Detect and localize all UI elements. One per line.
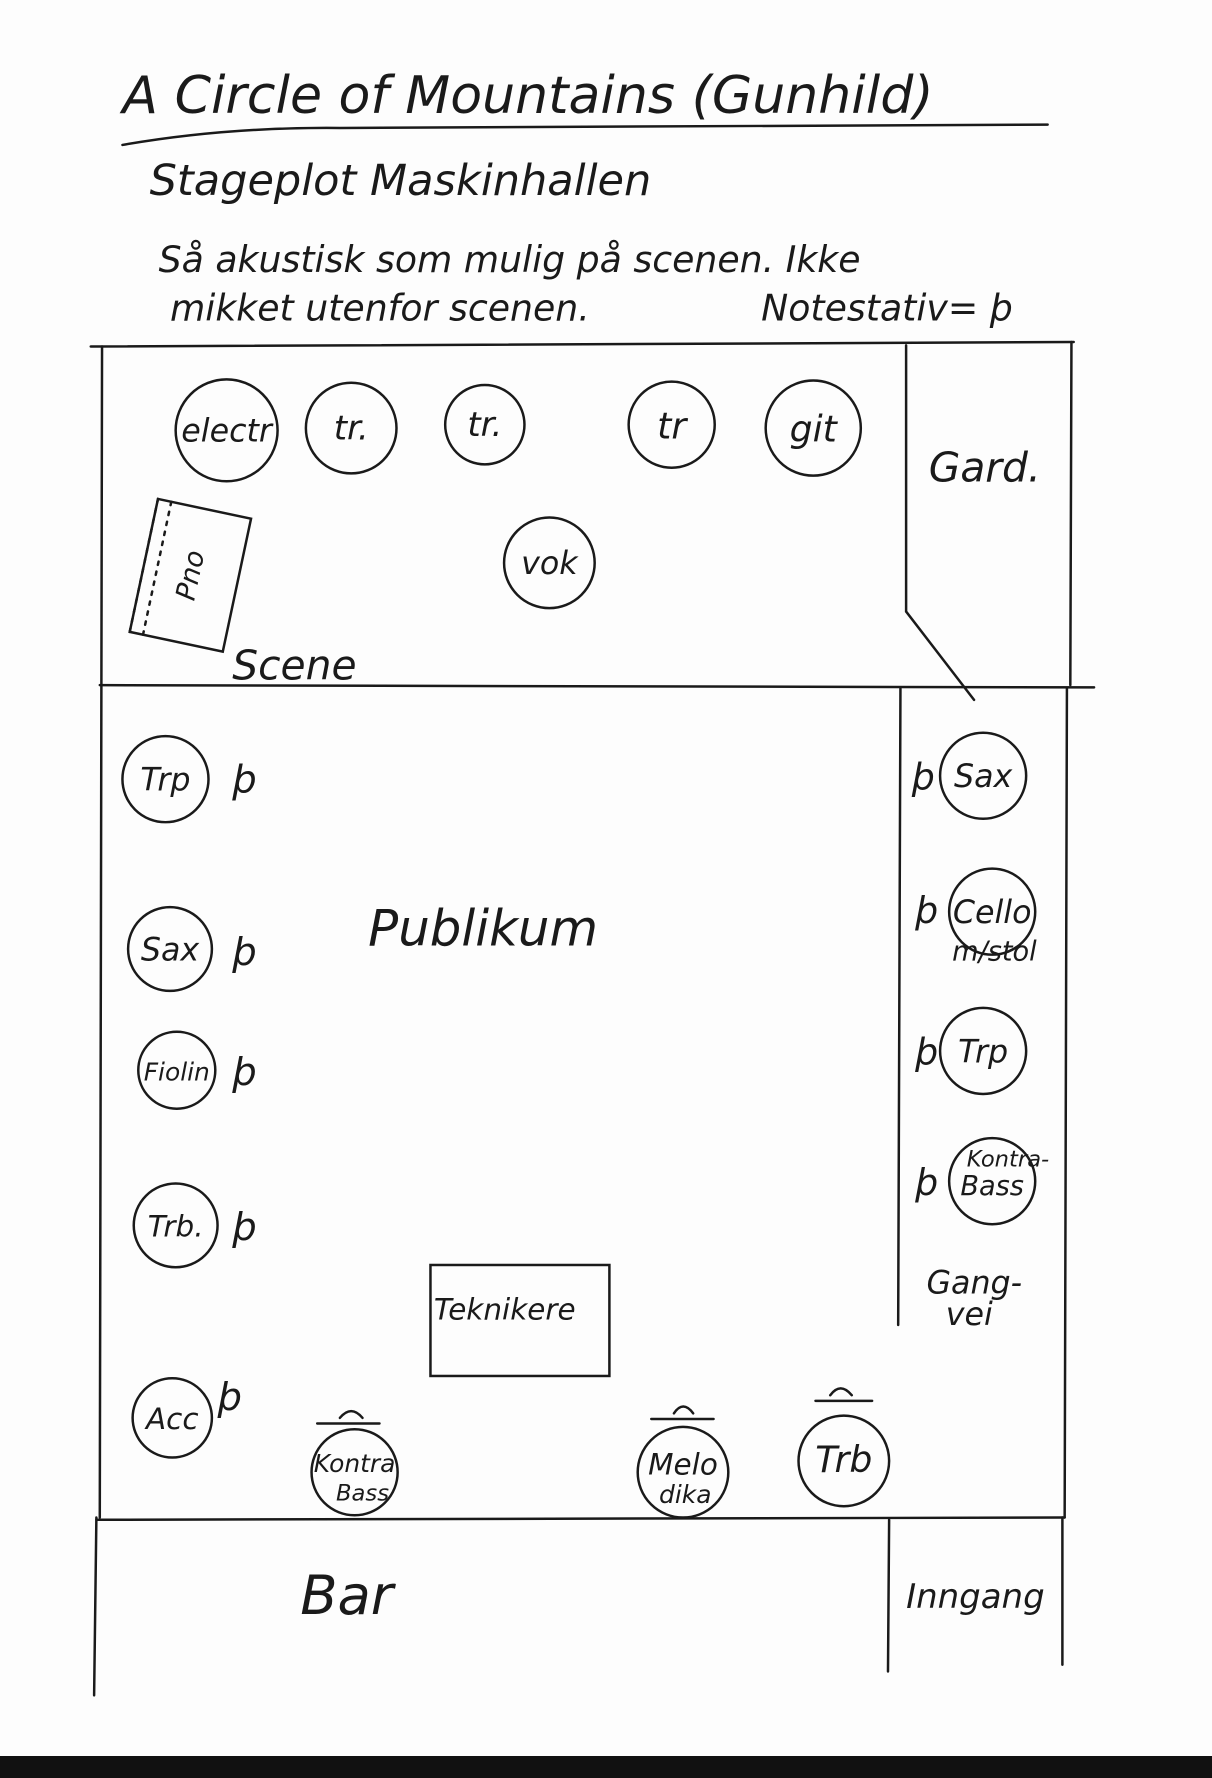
audience-label: Publikum [368,900,598,958]
musician-label: Bass [960,1171,1024,1202]
performer-label: tr [657,404,688,447]
musician-trp-left: Trp þ [121,734,257,824]
musician-label: Melo [648,1447,718,1481]
musician-trb-bottom: Trb [797,1387,891,1508]
music-stand-icon: þ [911,755,935,798]
music-stand-icon: þ [914,1031,938,1074]
technicians-label: Teknikere [434,1292,576,1326]
performer-tr-1: tr. [304,381,398,475]
musician-label: Trp [140,762,190,798]
room-outline [89,340,1096,1697]
music-stand-icon: þ [217,1375,242,1420]
musician-label: dika [659,1480,711,1509]
title: A Circle of Mountains (Gunhild) [119,66,933,126]
stage-area: electr tr. tr. tr git vok Pno Scene Gard… [128,378,1041,689]
music-stand-icon: þ [231,758,256,803]
musician-label: Acc [144,1402,199,1436]
subtitle: Stageplot Maskinhallen [150,156,652,206]
legend-music-stand: Notestativ= þ [761,286,1013,329]
performer-label: git [790,408,839,451]
musician-cello: Cello m/stol þ [914,867,1037,967]
musician-label: Bass [336,1481,389,1507]
musician-label: Kontra- [967,1146,1049,1172]
note-line-1: Så akustisk som mulig på scenen. Ikke [159,238,861,281]
walkway-label-2: vei [946,1297,993,1333]
note-line-2: mikket utenfor scenen. [170,286,590,329]
title-underline [121,123,1049,147]
musician-label: Trb [815,1438,872,1481]
musician-label: Trb. [148,1210,204,1244]
scan-edge-shadow [0,1756,1212,1778]
musician-label: Cello [953,895,1032,931]
performer-label: electr [181,414,274,450]
walkway-label-1: Gang- [926,1265,1022,1301]
musician-label: Fiolin [144,1057,210,1086]
music-stand-icon: þ [914,1161,938,1204]
entrance-label: Inngang [906,1577,1045,1617]
wardrobe-label: Gard. [929,443,1041,491]
performer-tr-2: tr. [443,383,526,466]
performer-vok: vok [502,516,596,610]
musician-label: Sax [954,759,1014,795]
stage-label: Scene [232,641,356,689]
musician-trb-left: Trb. þ [132,1182,257,1269]
technicians-booth: Teknikere [429,1263,611,1378]
musician-label: Kontra [314,1449,396,1478]
cello-chair-note: m/stol [952,936,1037,967]
music-stand-icon: þ [231,930,256,975]
performer-label: tr. [334,408,369,448]
performer-tr-3: tr [627,380,716,469]
performer-label: vok [521,546,579,582]
piano-label: Pno [171,548,212,604]
music-stand-icon: þ [231,1050,256,1095]
performer-label: tr. [467,405,502,445]
piano: Pno [128,497,253,654]
performer-git: git [764,379,863,477]
musician-label: Trp [958,1034,1008,1070]
bar-label: Bar [300,1564,397,1627]
performer-electr: electr [174,378,279,483]
music-stand-icon: þ [231,1205,256,1250]
music-stand-icon: þ [914,889,938,932]
musician-label: Sax [141,932,201,968]
